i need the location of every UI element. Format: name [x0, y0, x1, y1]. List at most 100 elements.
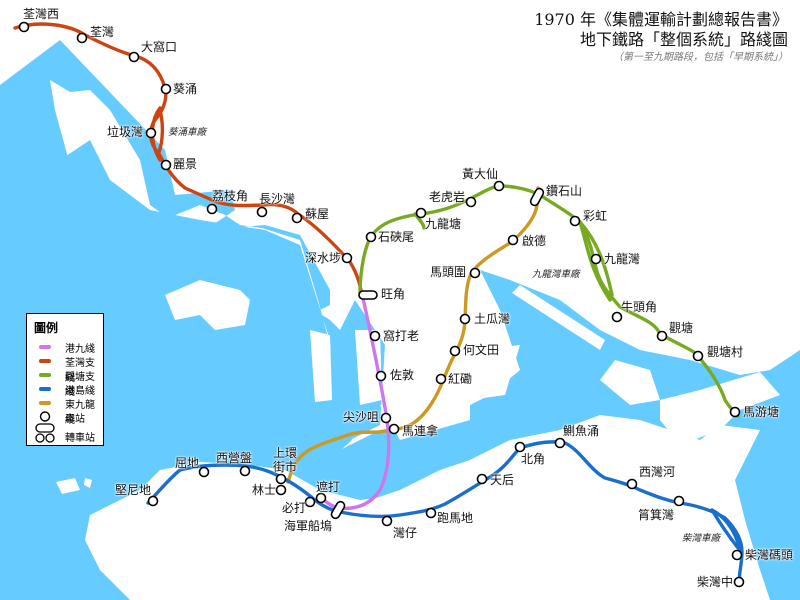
label-shau-kei-wan: 筲箕灣 — [638, 508, 675, 522]
label-chater: 遮打 — [316, 480, 341, 494]
station-choi-hung[interactable] — [569, 215, 581, 227]
depot-kwai-chung: 葵涌車廠 — [168, 127, 207, 138]
station-quarry-bay[interactable] — [554, 437, 566, 449]
station-sai-wan-ho[interactable] — [626, 478, 638, 490]
station-shau-kei-wan[interactable] — [673, 495, 685, 507]
label-to-kwa-wan: 土瓜灣 — [474, 312, 511, 326]
station-tin-hau[interactable] — [476, 473, 488, 485]
label-kennedy-town: 堅尼地 — [115, 483, 152, 497]
label-mong-kok: 旺角 — [381, 287, 406, 301]
legend-item-island-line: 港島綫 — [27, 382, 103, 397]
legend-item-tsuen-wan-line: 荃灣支綫 — [27, 354, 103, 384]
station-ma-yau-tong[interactable] — [729, 406, 741, 418]
label-western-market: 西營盤 — [216, 451, 253, 465]
legend-item-kwun-tong-line: 觀塘支綫 — [27, 368, 103, 398]
label-sham-shui-po: 深水埗 — [305, 251, 342, 265]
line-swatch-icon — [39, 401, 51, 405]
line-swatch-icon — [39, 359, 51, 363]
label-wan-chai: 灣仔 — [393, 526, 418, 540]
station-kennedy-town[interactable] — [147, 495, 159, 507]
station-sheung-wan[interactable] — [275, 473, 287, 485]
station-chai-wan-central[interactable] — [733, 576, 745, 588]
station-kai-tak[interactable] — [507, 234, 519, 246]
label-chai-wan-pier: 柴灣碼頭 — [745, 548, 794, 562]
station-pedder[interactable] — [304, 496, 316, 508]
label-lap-sap-wan: 垃圾灣 — [107, 125, 144, 139]
station-to-kwa-wan[interactable] — [459, 313, 471, 325]
station-belcher[interactable] — [198, 466, 210, 478]
station-tsuen-wan-west[interactable] — [18, 21, 30, 33]
station-circle-icon — [39, 411, 51, 422]
label-wong-tai-sin: 黃大仙 — [462, 167, 499, 181]
station-hung-hom[interactable] — [435, 373, 447, 385]
station-admiralty-interchange[interactable] — [330, 500, 346, 520]
station-waterloo[interactable] — [369, 330, 381, 342]
station-jordan[interactable] — [375, 370, 387, 382]
station-lam-sze[interactable] — [275, 484, 287, 496]
label-ma-yau-tong: 馬游塘 — [743, 405, 780, 419]
label-pedder: 必打 — [282, 501, 307, 515]
station-tsuen-wan[interactable] — [76, 32, 88, 44]
station-shek-kip-mei[interactable] — [365, 231, 377, 243]
station-lap-sap-wan[interactable] — [145, 127, 157, 139]
station-tsim-sha-tsui[interactable] — [380, 412, 392, 424]
legend-item-station: 車站 — [27, 410, 103, 425]
map-subtitle: 地下鐵路「整個系統」路綫圖 — [579, 30, 788, 49]
label-lam-sze: 林士 — [252, 483, 277, 497]
label-tin-hau: 天后 — [490, 473, 515, 487]
depot-kowloon-bay: 九龍灣車廠 — [532, 269, 580, 280]
station-so-uk[interactable] — [291, 212, 303, 224]
station-lai-chi-kok[interactable] — [206, 203, 218, 215]
legend-item-east-kowloon-line: 東九龍綫 — [27, 396, 103, 426]
map-note: （第一至九期路段，包括「早期系統」） — [613, 52, 788, 63]
line-east-kowloon — [286, 186, 540, 484]
station-tai-wo-hau[interactable] — [128, 51, 140, 63]
label-sheung-wan-2: 街市 — [273, 460, 298, 474]
station-ho-man-tin[interactable] — [449, 345, 461, 357]
station-kwai-chung[interactable] — [160, 83, 172, 95]
station-kowloon-tong[interactable] — [415, 207, 427, 219]
map-title: 1970 年《集體運輸計劃總報告書》 — [534, 10, 788, 29]
label-so-uk: 蘇屋 — [305, 207, 330, 221]
label-tsuen-wan-west: 荃灣西 — [23, 7, 60, 21]
station-chater[interactable] — [315, 492, 327, 504]
stations — [18, 21, 745, 588]
interchange-icon — [35, 423, 55, 443]
station-cheung-sha-wan[interactable] — [256, 206, 268, 218]
station-lai-king[interactable] — [160, 159, 172, 171]
label-quarry-bay: 鰂魚涌 — [563, 424, 600, 438]
station-chai-wan-pier[interactable] — [731, 549, 743, 561]
label-ngau-tau-kok: 牛頭角 — [621, 300, 658, 314]
legend-item-interchange: 轉車站 — [27, 423, 103, 444]
label-north-point: 北角 — [521, 452, 546, 466]
station-western-market[interactable] — [239, 465, 251, 477]
label-sai-wan-ho: 西灣河 — [639, 465, 676, 479]
label-kowloon-bay: 九龍灣 — [604, 252, 641, 266]
label-cheung-sha-wan: 長沙灣 — [259, 192, 296, 206]
label-lai-chi-kok: 荔枝角 — [212, 189, 249, 203]
label-tsuen-wan: 荃灣 — [90, 25, 115, 39]
station-wong-tai-sin[interactable] — [493, 180, 505, 192]
station-sham-shui-po[interactable] — [341, 252, 353, 264]
station-kowloon-bay[interactable] — [590, 253, 602, 265]
station-happy-valley[interactable] — [425, 507, 437, 519]
legend: 圖例 港九綫 荃灣支綫 觀塘支綫 港島綫 東九龍綫 車站 轉車站 — [26, 313, 104, 446]
label-kwun-tong-estate: 觀塘村 — [707, 345, 744, 359]
label-tai-wo-hau: 大窩口 — [141, 40, 178, 54]
station-north-point[interactable] — [514, 441, 526, 453]
station-ngau-tau-kok[interactable] — [611, 311, 623, 323]
station-mong-kok-interchange[interactable] — [358, 290, 378, 300]
station-chatham[interactable] — [388, 423, 400, 435]
station-wan-chai[interactable] — [381, 515, 393, 527]
station-ma-tau-wai[interactable] — [469, 267, 481, 279]
label-kai-tak: 啟德 — [522, 234, 547, 248]
station-lok-fu[interactable] — [465, 196, 477, 208]
label-belcher: 屈地 — [175, 456, 200, 470]
station-kwun-tong[interactable] — [656, 330, 668, 342]
label-choi-hung: 彩虹 — [583, 209, 608, 223]
label-lok-fu: 老虎岩 — [429, 190, 466, 204]
label-admiralty: 海軍船塢 — [284, 519, 333, 533]
station-kwun-tong-estate[interactable] — [692, 350, 704, 362]
station-diamond-hill-interchange[interactable] — [529, 187, 545, 207]
